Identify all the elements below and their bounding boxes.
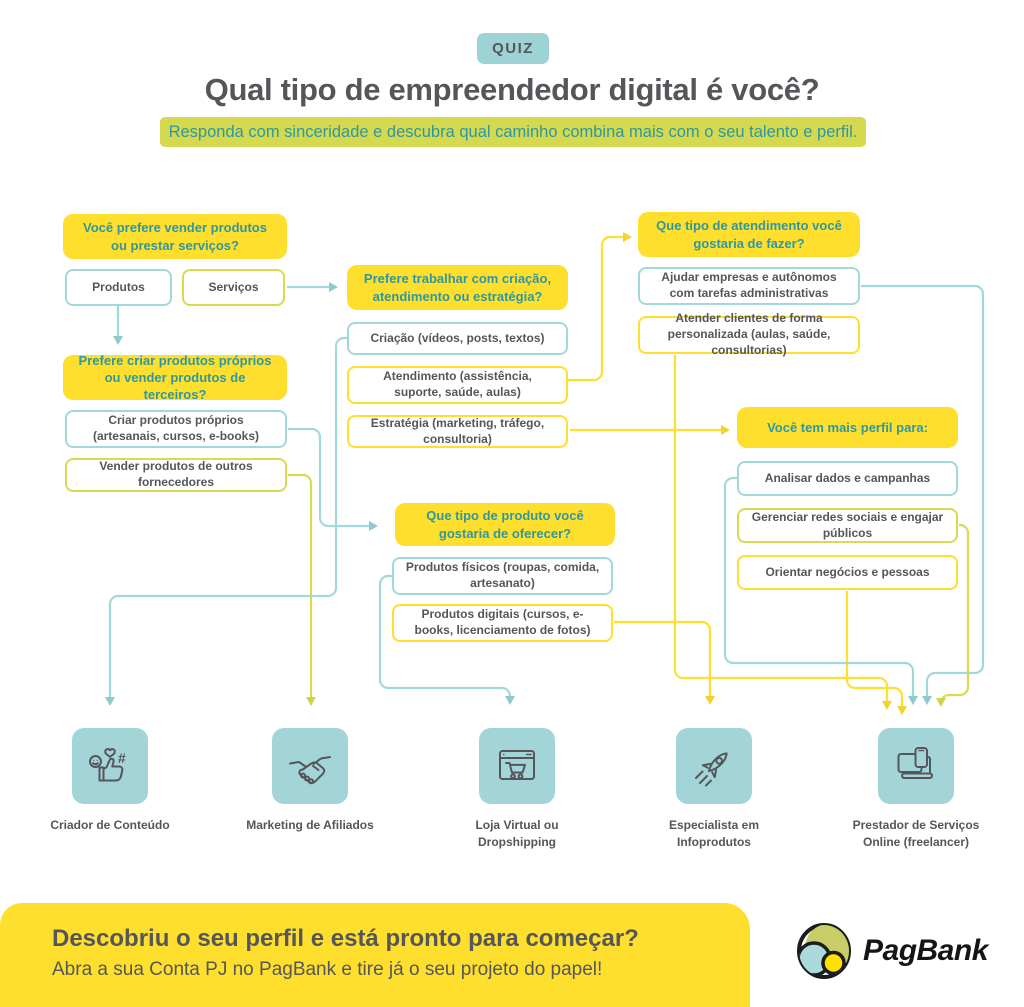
- outcome-criador-de-conteudo: # Criador de Conteúdo: [30, 728, 190, 834]
- outcome-label: Loja Virtual ou Dropshipping: [475, 818, 559, 849]
- answer-ajudar-empresas: Ajudar empresas e autônomos com tarefas …: [638, 267, 860, 305]
- outcome-label: Especialista em Infoprodutos: [668, 818, 760, 849]
- answer-produtos-fisicos: Produtos físicos (roupas, comida, artesa…: [392, 557, 613, 595]
- pagbank-wordmark: PagBank: [863, 934, 988, 967]
- outcome-label: Prestador de Serviços Online (freelancer…: [852, 818, 980, 849]
- answer-gerenciar-redes: Gerenciar redes sociais e engajar públic…: [737, 508, 958, 543]
- footer-banner: Descobriu o seu perfil e está pronto par…: [0, 903, 750, 1007]
- answer-vender-fornecedores: Vender produtos de outros fornecedores: [65, 458, 287, 492]
- outcome-especialista-infoprodutos: Especialista em Infoprodutos: [634, 728, 794, 851]
- pagbank-logo-icon: [797, 923, 851, 979]
- pagbank-brand: PagBank: [795, 922, 988, 980]
- question-tipo-produto: Que tipo de produto você gostaria de ofe…: [395, 503, 615, 546]
- quiz-badge: QUIZ: [477, 33, 549, 64]
- outcome-prestador-servicos: Prestador de Serviços Online (freelancer…: [836, 728, 996, 851]
- handshake-icon: [272, 728, 348, 804]
- answer-analisar-dados: Analisar dados e campanhas: [737, 461, 958, 496]
- outcome-marketing-de-afiliados: Marketing de Afiliados: [230, 728, 390, 834]
- question-mais-perfil: Você tem mais perfil para:: [737, 407, 958, 448]
- svg-text:#: #: [118, 750, 126, 766]
- question-tipo-atendimento: Que tipo de atendimento você gostaria de…: [638, 212, 860, 257]
- answer-estrategia: Estratégia (marketing, tráfego, consulto…: [347, 415, 568, 448]
- answer-orientar-negocios: Orientar negócios e pessoas: [737, 555, 958, 590]
- question-criacao-atendimento-estrategia: Prefere trabalhar com criação, atendimen…: [347, 265, 568, 310]
- online-store-icon: [479, 728, 555, 804]
- devices-icon: [878, 728, 954, 804]
- question-proprios-ou-terceiros: Prefere criar produtos próprios ou vende…: [63, 353, 287, 402]
- answer-servicos: Serviços: [182, 269, 285, 306]
- outcome-label: Criador de Conteúdo: [50, 818, 170, 832]
- outcome-loja-virtual: Loja Virtual ou Dropshipping: [437, 728, 597, 851]
- footer-title: Descobriu o seu perfil e está pronto par…: [52, 925, 639, 952]
- answer-criacao: Criação (vídeos, posts, textos): [347, 322, 568, 355]
- content-creator-icon: #: [72, 728, 148, 804]
- answer-produtos: Produtos: [65, 269, 172, 306]
- answer-produtos-digitais: Produtos digitais (cursos, e-books, lice…: [392, 604, 613, 642]
- answer-atender-clientes: Atender clientes de forma personalizada …: [638, 311, 860, 357]
- footer-subtitle: Abra a sua Conta PJ no PagBank e tire já…: [52, 959, 603, 980]
- rocket-icon: [676, 728, 752, 804]
- page-title: Qual tipo de empreendedor digital é você…: [204, 72, 820, 107]
- question-vender-ou-servicos: Você prefere vender produtos ou prestar …: [63, 214, 287, 259]
- answer-criar-proprios: Criar produtos próprios (artesanais, cur…: [65, 410, 287, 448]
- page-subtitle: Responda com sinceridade e descubra qual…: [160, 117, 866, 147]
- outcome-label: Marketing de Afiliados: [246, 818, 374, 832]
- answer-atendimento: Atendimento (assistência, suporte, saúde…: [347, 366, 568, 404]
